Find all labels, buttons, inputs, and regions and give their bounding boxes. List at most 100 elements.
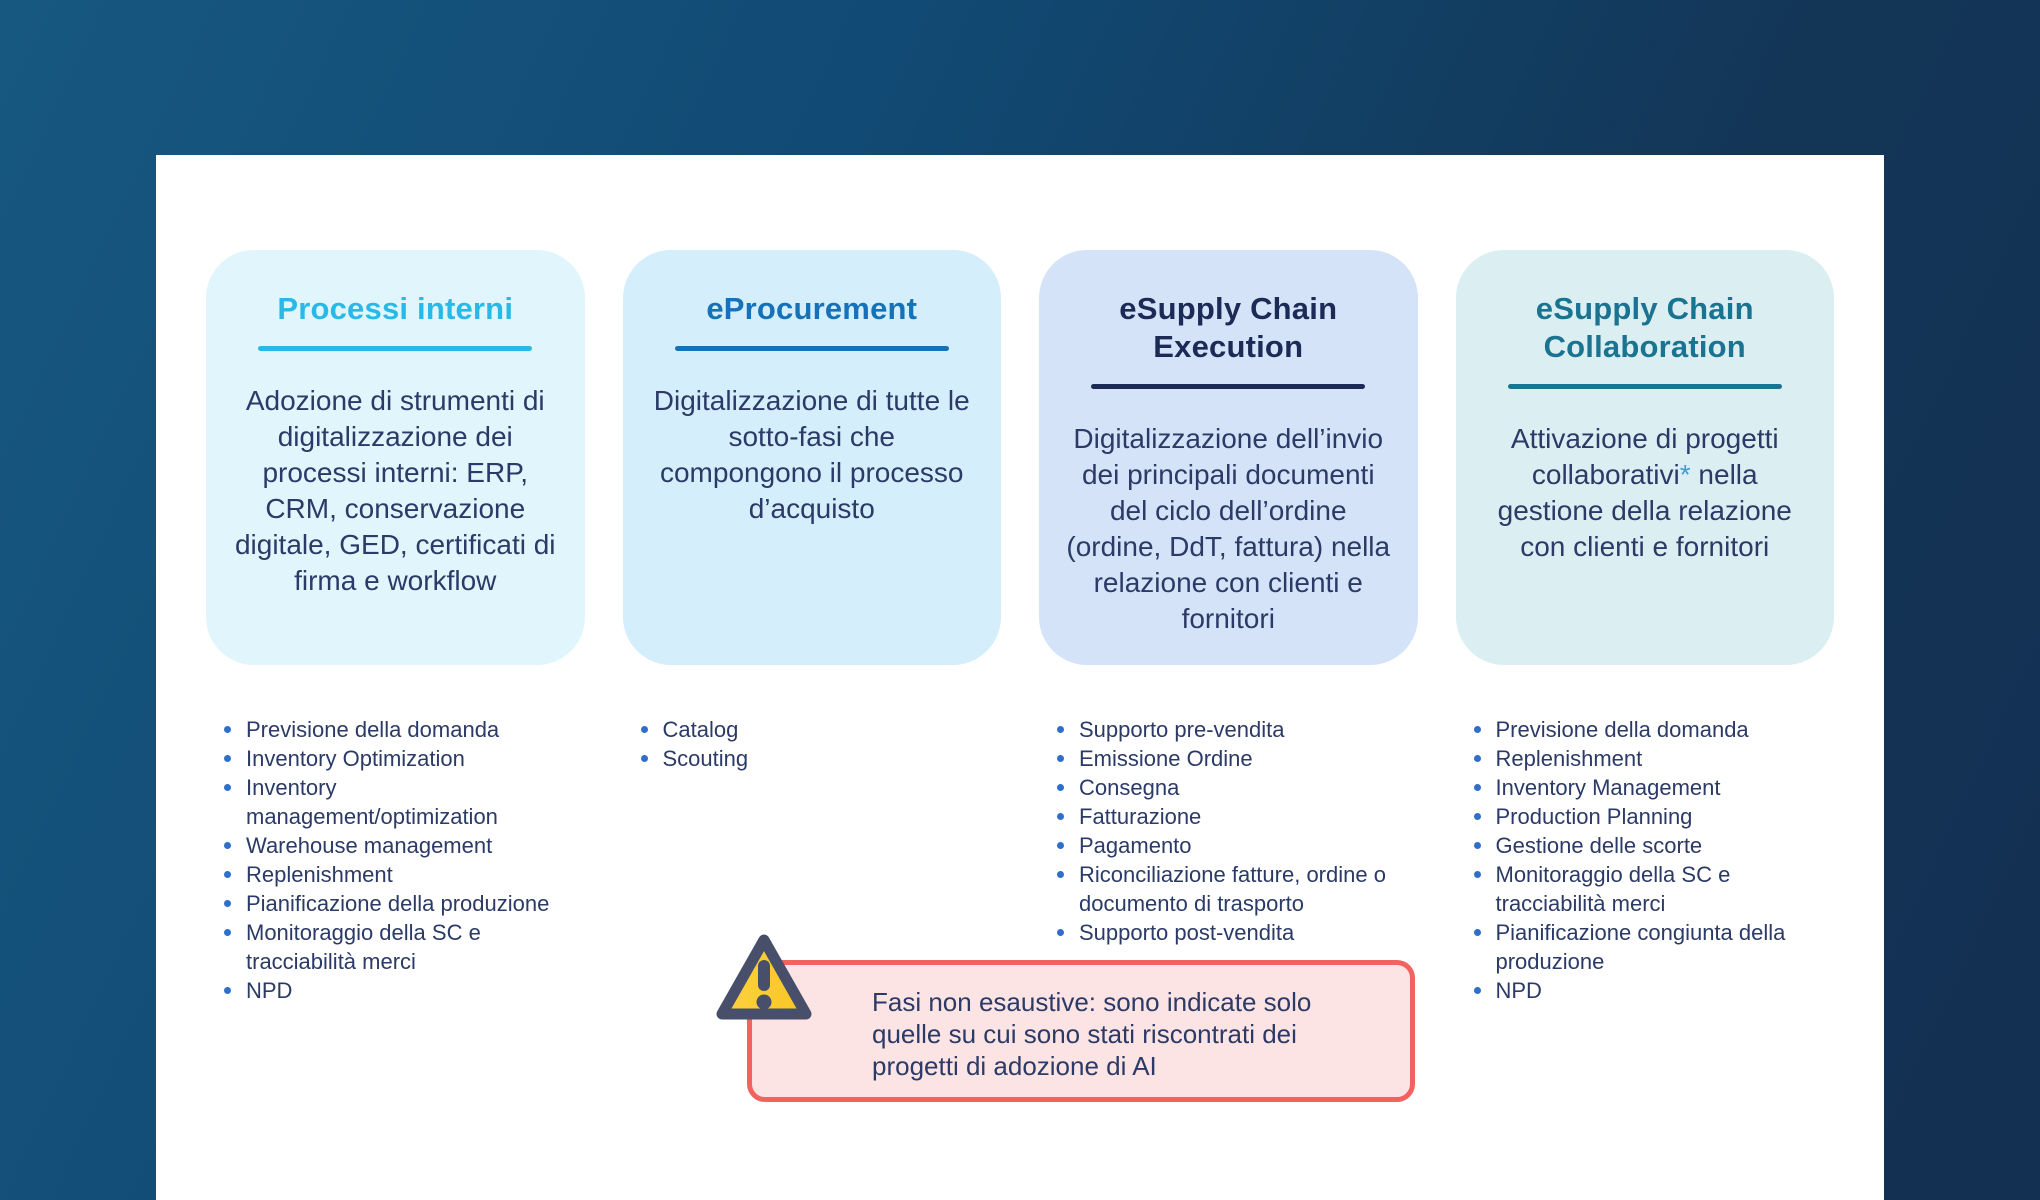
bullet-dot-icon <box>1057 813 1064 820</box>
list-item: Replenishment <box>218 860 585 889</box>
note-text: Fasi non esaustive: sono indicate solo q… <box>872 987 1312 1081</box>
list-item-label: Inventory Optimization <box>246 746 465 771</box>
bullet-dot-icon <box>224 900 231 907</box>
list-item-label: Previsione della domanda <box>246 717 500 742</box>
list-item-label: Replenishment <box>246 862 393 887</box>
bullet-dot-icon <box>1473 842 1481 849</box>
list-item-label: Emissione Ordine <box>1079 746 1253 771</box>
bullet-dot-icon <box>224 987 231 994</box>
bullet-dot-icon <box>640 755 648 762</box>
card-description-text: Attivazione di progetti collaborativi <box>1510 423 1779 490</box>
eprocurement-card: eProcurement Digitalizzazione di tutte l… <box>622 250 1001 665</box>
list-item: Replenishment <box>1468 744 1835 773</box>
list-item: Pagamento <box>1051 831 1418 860</box>
list-item-label: Monitoraggio della SC e tracciabilità me… <box>246 920 481 974</box>
list-item-label: Pagamento <box>1079 833 1192 858</box>
bullet-dot-icon <box>1057 784 1064 791</box>
esupply-chain-collaboration-card: eSupply Chain Collaboration Attivazione … <box>1455 250 1834 665</box>
bullet-dot-icon <box>1473 726 1481 733</box>
list-item: NPD <box>218 976 585 1005</box>
list-item-label: Fatturazione <box>1079 804 1202 829</box>
bullet-dot-icon <box>224 726 231 733</box>
list-item: Pianificazione della produzione <box>218 889 585 918</box>
card-title: Processi interni <box>277 291 514 326</box>
bullet-dot-icon <box>1057 726 1064 733</box>
list-item-label: Replenishment <box>1495 746 1643 771</box>
card-description: Adozione di strumenti di digitalizzazion… <box>234 385 556 596</box>
column-esupply-chain-collaboration: eSupply Chain Collaboration Attivazione … <box>1455 250 1835 1005</box>
esupply-chain-execution-card: eSupply Chain Execution Digitalizzazione… <box>1039 250 1418 665</box>
warning-icon <box>716 934 812 1020</box>
column-eprocurement: eProcurement Digitalizzazione di tutte l… <box>622 250 1002 1005</box>
list-item-label: Gestione delle scorte <box>1495 833 1703 858</box>
card-description: Digitalizzazione di tutte le sotto-fasi … <box>653 385 970 524</box>
list-item-label: NPD <box>1495 978 1542 1003</box>
list-item-label: Supporto pre-vendita <box>1079 717 1285 742</box>
card-title: eSupply Chain Execution <box>1119 291 1338 364</box>
footnote-asterisk: * <box>1679 459 1691 490</box>
list-item: Scouting <box>635 744 1002 773</box>
column-processi-interni: Processi interni Adozione di strumenti d… <box>206 250 585 1005</box>
list-item-label: Warehouse management <box>246 833 493 858</box>
list-item-label: Pianificazione della produzione <box>246 891 550 916</box>
bullet-dot-icon <box>1473 813 1481 820</box>
list-item-label: Consegna <box>1079 775 1180 800</box>
list-item-label: Scouting <box>662 746 749 771</box>
title-underline <box>1091 384 1366 389</box>
bullet-dot-icon <box>1057 871 1064 878</box>
bullet-dot-icon <box>224 784 231 791</box>
list-item: NPD <box>1468 976 1835 1005</box>
list-item: Riconciliazione fatture, ordine o docume… <box>1051 860 1418 918</box>
bullet-dot-icon <box>1473 987 1481 994</box>
bullet-dot-icon <box>224 929 231 936</box>
list-item: Gestione delle scorte <box>1468 831 1835 860</box>
processi-interni-card: Processi interni Adozione di strumenti d… <box>206 250 585 665</box>
list-item-label: Supporto post-vendita <box>1079 920 1295 945</box>
list-item: Previsione della domanda <box>218 715 585 744</box>
list-item-label: Inventory Management <box>1495 775 1721 800</box>
bullet-dot-icon <box>224 755 231 762</box>
bullet-dot-icon <box>1057 929 1064 936</box>
bullet-dot-icon <box>1473 784 1481 791</box>
list-item-label: Pianificazione congiunta della produzion… <box>1495 920 1786 974</box>
list-item: Supporto post-vendita <box>1051 918 1418 947</box>
bullet-dot-icon <box>224 871 231 878</box>
card-description: Attivazione di progetti collaborativi* n… <box>1482 421 1809 565</box>
list-item: Consegna <box>1051 773 1418 802</box>
title-underline <box>258 346 533 351</box>
list-item: Catalog <box>635 715 1002 744</box>
bullet-dot-icon <box>1057 755 1064 762</box>
list-item: Monitoraggio della SC e tracciabilità me… <box>1468 860 1835 918</box>
card-title: eSupply Chain Collaboration <box>1535 291 1754 364</box>
list-item-label: NPD <box>246 978 293 1003</box>
list-item: Production Planning <box>1468 802 1835 831</box>
list-item: Inventory Optimization <box>218 744 585 773</box>
list-item: Inventory Management <box>1468 773 1835 802</box>
list-item: Monitoraggio della SC e tracciabilità me… <box>218 918 585 976</box>
bullet-dot-icon <box>640 726 648 733</box>
list-item-label: Inventory management/optimization <box>246 775 498 829</box>
list-item-label: Riconciliazione fatture, ordine o docume… <box>1079 862 1386 916</box>
list-item: Previsione della domanda <box>1468 715 1835 744</box>
title-underline <box>674 346 949 351</box>
bullet-dot-icon <box>1473 755 1481 762</box>
card-description: Digitalizzazione dell’invio dei principa… <box>1066 423 1391 634</box>
list-item: Emissione Ordine <box>1051 744 1418 773</box>
bullet-dot-icon <box>1057 842 1064 849</box>
list-item: Warehouse management <box>218 831 585 860</box>
note-box: Fasi non esaustive: sono indicate solo q… <box>747 960 1415 1102</box>
card-description-text: nella gestione della relazione con clien… <box>1497 459 1792 562</box>
list-item-label: Previsione della domanda <box>1495 717 1749 742</box>
bullet-dot-icon <box>1473 929 1481 936</box>
bullet-dot-icon <box>224 842 231 849</box>
list-item: Fatturazione <box>1051 802 1418 831</box>
card-title: eProcurement <box>706 291 918 326</box>
column-esupply-chain-execution: eSupply Chain Execution Digitalizzazione… <box>1039 250 1418 1005</box>
list-item: Supporto pre-vendita <box>1051 715 1418 744</box>
list-item-label: Production Planning <box>1495 804 1693 829</box>
framework-columns: Processi interni Adozione di strumenti d… <box>156 250 1884 1005</box>
